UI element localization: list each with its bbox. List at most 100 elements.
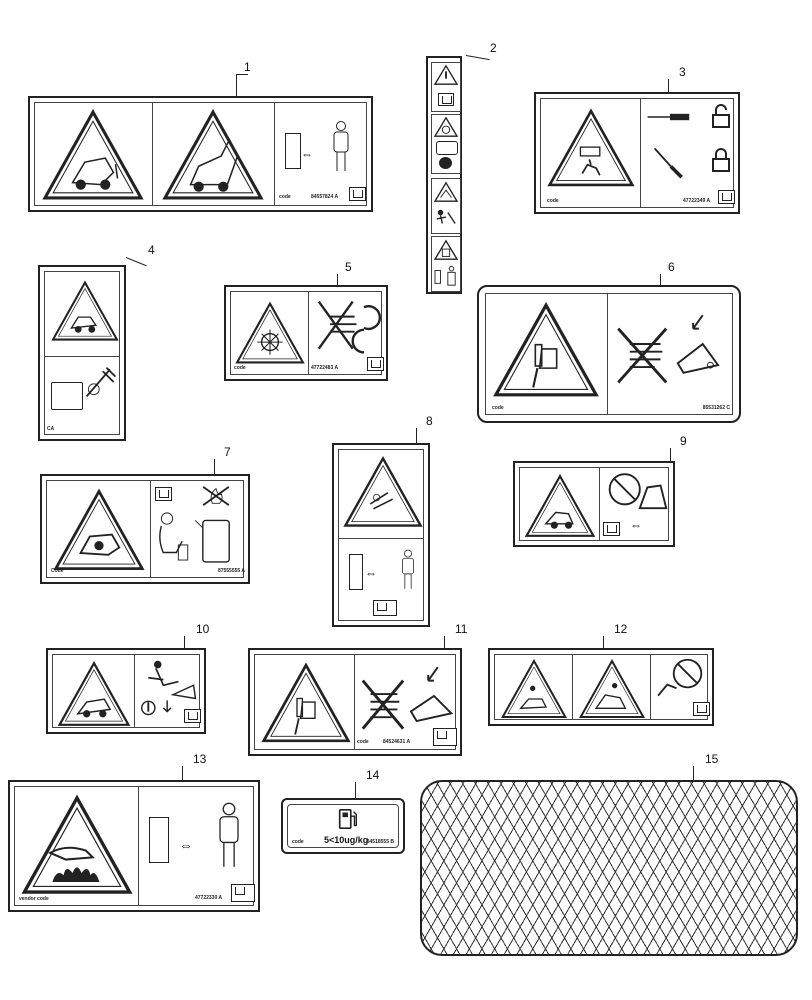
manual-book-icon [349,187,366,201]
decal-11-code: 84524631 A [383,739,411,745]
decal-code-word: code [292,839,304,845]
item-15-hatched-panel [420,780,798,956]
callout-15: 15 [705,752,719,766]
leader-line-14 [355,782,356,798]
machine-icon [436,141,458,155]
leader-line-4 [125,257,147,267]
safe-distance-arrow-icon: ⇔ [630,518,642,532]
decal-5-code: 47722483 A [311,365,339,371]
decal-7-code: 87555555 A [217,568,245,574]
hazard-figure-icon [436,209,456,224]
manual-book-icon [433,728,457,746]
decal-1-panel-1 [35,103,153,205]
decal-5: code 47722483 A [224,285,388,381]
helmet-icon [439,157,452,169]
decal-8: ⇔ [332,443,430,627]
decal-11-frame: code 84524631 A [254,654,457,750]
leader-line-11 [444,636,445,648]
warning-triangle-icon [51,278,119,344]
callout-3: 3 [679,65,686,79]
decal-7-panel-1: Code [47,481,151,577]
decal-2-cell-4 [431,236,461,292]
decal-2-cell-2 [431,114,461,174]
decal-13-panel-2: ⇔ 47722330 A [139,787,259,905]
decal-6-code: 85531262 C [702,405,730,411]
decal-11-panel-2: code 84524631 A [355,655,461,749]
decal-9-panel-1 [520,468,600,540]
safe-distance-box [349,554,363,590]
decal-8-frame: ⇔ [338,449,424,621]
decal-4-panel-1 [45,272,119,357]
decal-code-word-cap: Code [51,568,64,574]
leader-line-7 [214,459,215,474]
person-icon [327,121,355,173]
warning-triangle-icon [343,454,423,530]
decal-2-cell-1 [431,62,461,112]
callout-2: 2 [490,41,497,55]
manual-book-icon [231,884,255,902]
warning-triangle-icon [261,661,351,745]
warning-triangle-icon [492,302,600,398]
decal-13: vendor code ⇔ 47722330 A [8,780,260,912]
decal-1: ⇔ code 84557824 A [28,96,373,212]
gas-strut-icon [647,113,690,121]
decal-14: 5<10ug/kg code 84518555 B [281,798,405,854]
decal-6-panel-2: 85531262 C [608,294,736,414]
no-entry-icon [657,658,703,697]
decal-7-frame: Code 87555555 A [46,480,245,578]
manual-book-icon [693,702,710,716]
fuel-pump-icon [338,808,357,830]
decal-8-panel-1 [339,450,423,539]
crush-hazard-icon [141,660,197,716]
manual-book-icon [718,190,735,204]
decal-12-panel-1 [495,655,573,719]
decal-13-frame: vendor code ⇔ 47722330 A [14,786,255,906]
decal-10-frame [52,654,201,728]
decal-3-panel-1: code [541,99,641,207]
no-entry-icon [608,473,668,510]
callout-13: 13 [193,752,207,766]
decal-3-code: 47722349 A [683,198,711,204]
decal-13-panel-1: vendor code [15,787,139,905]
leader-line-10 [184,636,185,648]
leader-line-1 [236,74,248,75]
manual-book-icon [155,487,172,501]
fuel-label: 5<10ug/kg [324,835,369,845]
component-icon [51,382,83,410]
decal-9-panel-2: ⇔ [600,468,674,540]
decal-6-frame: code 85531262 C [485,293,733,415]
callout-14: 14 [366,768,380,782]
decal-5-frame: code 47722483 A [230,291,384,375]
decal-14-code: 84518555 B [366,839,394,845]
safe-distance-arrow-icon: ⇔ [179,837,193,853]
person-icon [434,265,456,286]
decal-1-panel-3: ⇔ code 84557824 A [275,103,372,205]
decal-8-panel-2: ⇔ [339,538,423,620]
decal-12-frame [494,654,710,720]
safe-distance-box [149,817,169,863]
decal-9-frame: ⇔ [519,467,669,541]
safe-distance-arrow-icon: ⇔ [365,566,377,580]
decal-1-code: 84557824 A [311,194,339,200]
decal-11-panel-1 [255,655,355,749]
callout-8: 8 [426,414,433,428]
manual-book-icon [438,93,454,106]
decal-2 [426,56,462,294]
safe-distance-box [285,133,301,169]
decal-9: ⇔ [513,461,675,547]
callout-9: 9 [680,434,687,448]
decal-4: CA [38,265,126,441]
tool-icon [85,366,117,397]
callout-6: 6 [668,260,675,274]
decal-7: Code 87555555 A [40,474,250,584]
decal-code-word: code [279,194,291,200]
decal-13-code: 47722330 A [195,895,223,901]
leader-line-8 [416,428,417,443]
manual-book-icon [184,709,201,723]
decal-14-frame: 5<10ug/kg code 84518555 B [287,804,399,848]
warning-triangle-icon [433,239,459,260]
decal-5-panel-2: 47722483 A [309,292,387,374]
warning-triangle-icon [41,109,145,201]
manual-book-icon [367,357,384,371]
leader-line-12 [603,636,604,648]
